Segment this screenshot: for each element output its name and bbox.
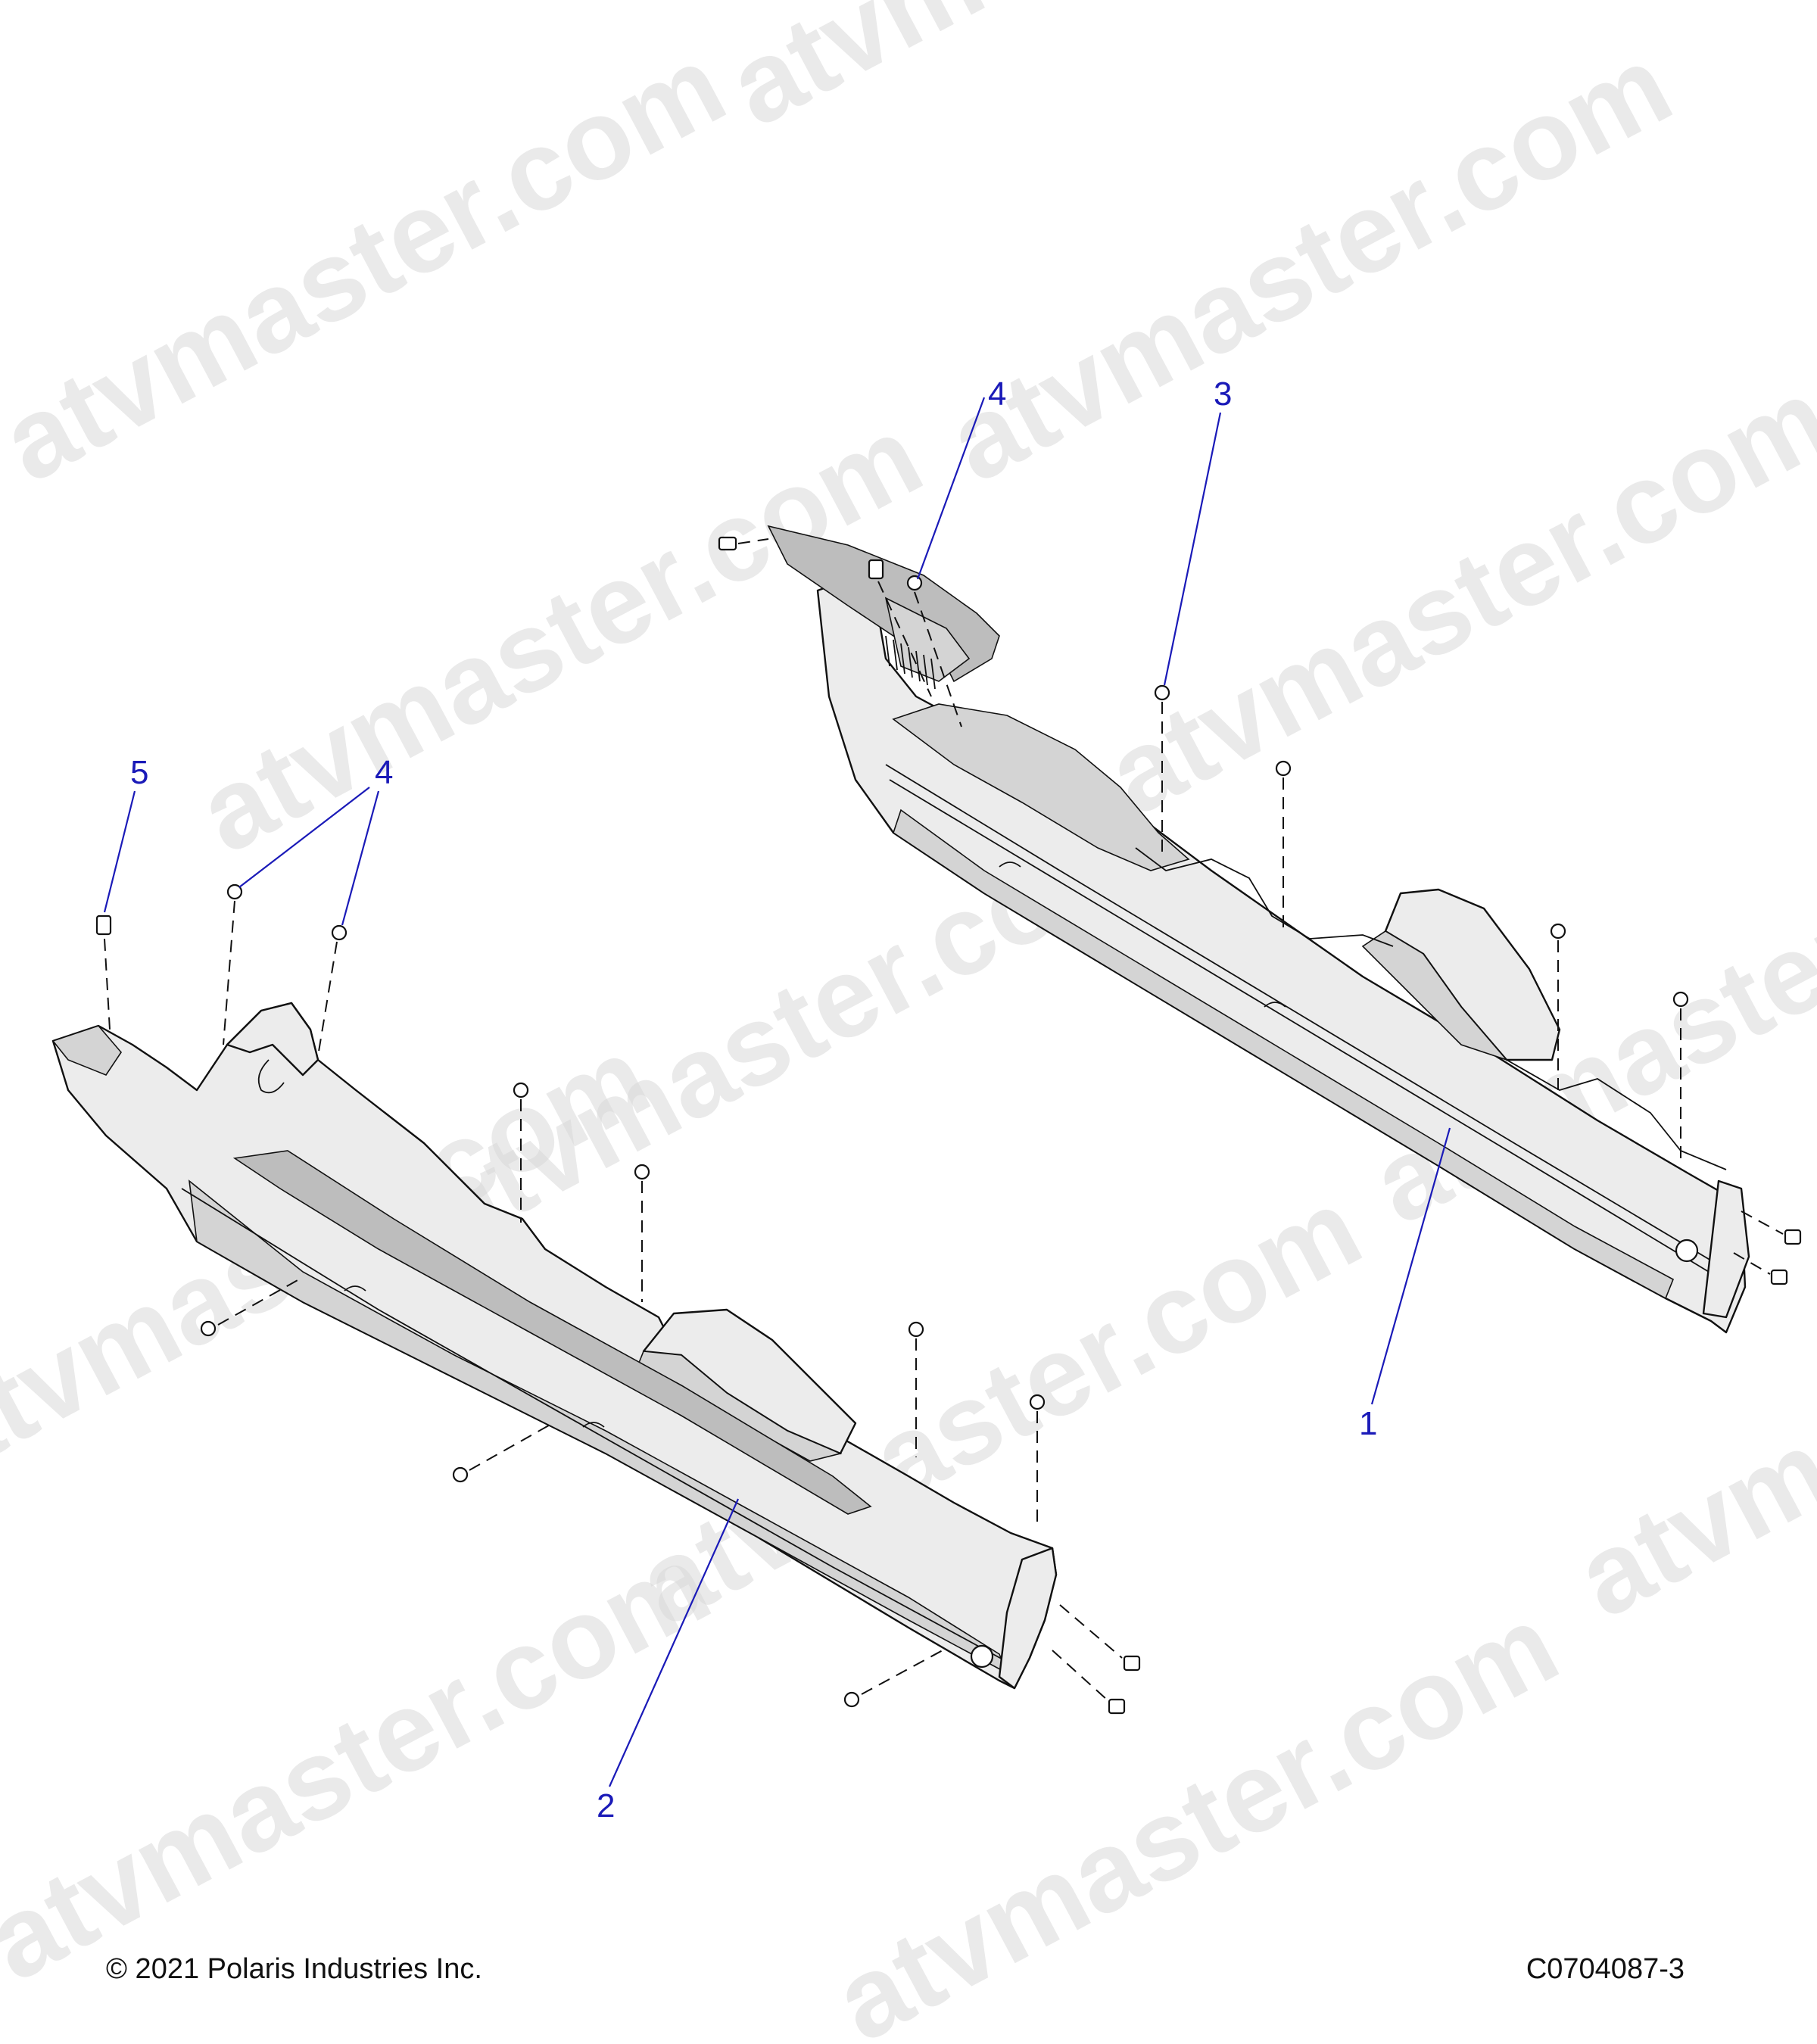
callouts: 1 2 3 4 4 5	[103, 375, 1451, 1824]
watermark-10: atvmaster.com	[0, 1519, 729, 2005]
push-rivet	[1275, 760, 1292, 777]
watermark-2: atvmaster.com	[928, 20, 1690, 506]
clip-fastener	[1770, 1269, 1788, 1285]
leader-1	[1370, 1127, 1451, 1405]
push-rivet	[331, 924, 348, 941]
push-rivet	[1550, 923, 1566, 939]
clip-fastener	[95, 915, 112, 936]
watermark-11: atvmaster.com	[815, 1580, 1576, 2044]
push-rivet	[513, 1082, 529, 1098]
screw	[200, 1320, 217, 1337]
rocker-panel-right	[767, 525, 1750, 1334]
push-rivet	[906, 575, 923, 591]
callout-1: 1	[1359, 1405, 1377, 1442]
callout-4-right: 4	[988, 375, 1006, 413]
fasteners	[95, 536, 1802, 1715]
vent-grille	[885, 635, 936, 690]
watermark-4: atvmaster.com	[1087, 354, 1817, 840]
callout-5: 5	[130, 754, 148, 791]
push-rivet	[1154, 684, 1170, 701]
clip-fastener	[868, 559, 884, 580]
rocker-panel-left	[51, 1002, 1058, 1690]
clip-fastener	[718, 536, 737, 551]
callout-4-left: 4	[375, 754, 393, 791]
push-rivet	[634, 1164, 650, 1180]
leader-4-left-b	[341, 790, 380, 926]
clip-fastener	[1108, 1698, 1126, 1715]
leader-4-left-a	[238, 787, 370, 888]
screw	[452, 1466, 469, 1483]
watermark-1: atvmaster.com	[0, 20, 744, 506]
figure-code: C0704087-3	[1526, 1953, 1685, 1985]
screw	[843, 1691, 860, 1708]
push-rivet	[1029, 1394, 1046, 1410]
clip-fastener	[1123, 1655, 1141, 1672]
callout-2: 2	[597, 1787, 615, 1824]
copyright-text: © 2021 Polaris Industries Inc.	[106, 1953, 482, 1985]
leader-3	[1163, 412, 1222, 686]
push-rivet	[908, 1321, 924, 1338]
clip-fastener	[1784, 1229, 1802, 1245]
push-rivet	[1672, 991, 1689, 1008]
callout-3: 3	[1214, 375, 1232, 413]
watermark-12: atvmaster.com	[709, 0, 1470, 150]
leader-2	[608, 1498, 740, 1787]
leader-4-right	[916, 397, 986, 580]
leader-5	[103, 790, 136, 913]
push-rivet	[226, 883, 243, 900]
